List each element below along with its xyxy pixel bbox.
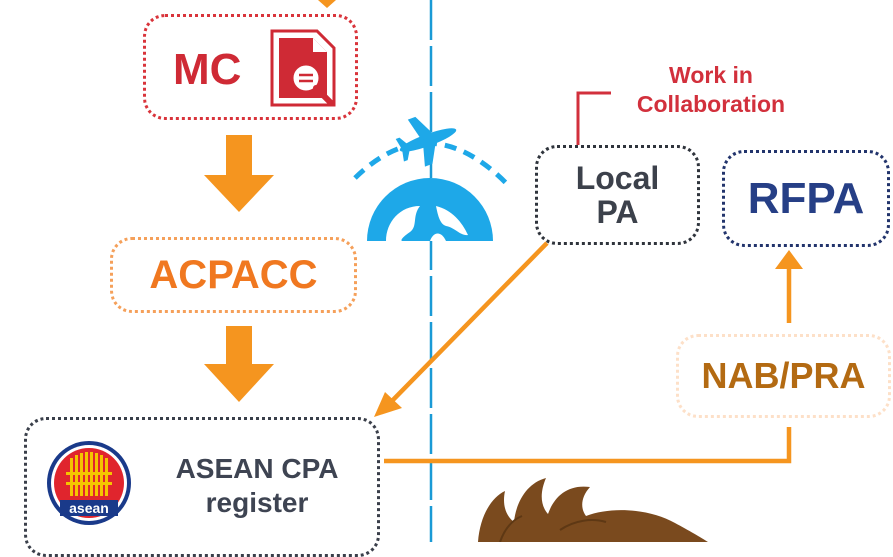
local-pa-line1: Local	[575, 160, 660, 196]
arrow-localpa-to-asean	[374, 241, 549, 417]
asean-label-line1: ASEAN CPA	[175, 453, 339, 484]
work-in-collaboration-label: Work in Collaboration	[600, 61, 822, 119]
asean-cpa-register-box: ASEAN CPA register	[24, 417, 380, 557]
nab-pra-box: NAB/PRA	[676, 334, 891, 418]
asean-cpa-register-label: ASEAN CPA register	[157, 452, 357, 520]
acpacc-label: ACPACC	[149, 252, 318, 297]
connector-asean-to-nab	[384, 427, 792, 464]
arrow-mc-to-acpacc	[204, 135, 274, 212]
asean-logo-text: asean	[69, 500, 109, 516]
collab-line1: Work in	[669, 62, 753, 88]
arrow-nab-to-rfpa	[775, 250, 803, 323]
local-pa-label: Local PA	[576, 161, 660, 229]
collab-line2: Collaboration	[636, 91, 786, 117]
mc-box: MC	[143, 14, 358, 120]
rfpa-label: RFPA	[747, 173, 865, 223]
mc-label: MC	[173, 45, 242, 94]
arrow-acpacc-to-asean	[204, 326, 274, 402]
asean-logo: asean	[47, 441, 131, 525]
diagram-graphics: asean	[47, 0, 803, 542]
asean-label-line2: register	[205, 487, 309, 518]
nab-pra-label: NAB/PRA	[701, 355, 866, 396]
top-arrow-fragment	[318, 0, 336, 8]
rfpa-box: RFPA	[722, 150, 890, 247]
local-pa-box: Local PA	[535, 145, 700, 245]
globe-plane-icon	[353, 116, 510, 241]
acpacc-box: ACPACC	[110, 237, 357, 313]
document-search-icon	[270, 29, 336, 107]
local-pa-line2: PA	[596, 194, 639, 230]
hair-illustration	[478, 478, 708, 542]
